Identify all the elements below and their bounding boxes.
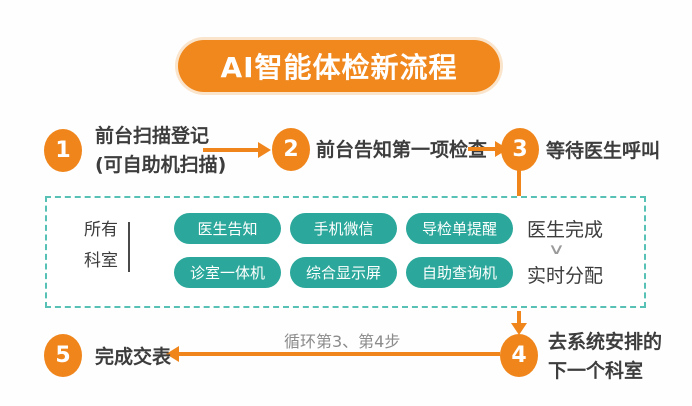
chip-label: 导检单提醒	[421, 220, 497, 238]
step-1-line-2: (可自助机扫描)	[95, 154, 227, 176]
step-label-1: 前台扫描登记 (可自助机扫描)	[95, 122, 226, 180]
realtime-assign-label: 实时分配	[527, 265, 604, 287]
connector-step3-down	[517, 170, 521, 197]
page-title: AI智能体检新流程	[220, 51, 458, 84]
doctor-complete-label: 医生完成	[527, 219, 604, 241]
step-label-2: 前台告知第一项检查	[316, 136, 487, 165]
step-number: 2	[283, 137, 299, 162]
arrow-step4-to-step5	[178, 352, 500, 356]
panel-chip-guide-sheet-reminder: 导检单提醒	[406, 213, 513, 244]
panel-chip-doctor-notify: 医生告知	[174, 213, 281, 244]
step-label-4: 去系统安排的 下一个科室	[548, 328, 662, 386]
title-banner: AI智能体检新流程	[178, 40, 500, 92]
chip-label: 医生告知	[197, 220, 258, 238]
step-circle-2: 2	[272, 128, 310, 171]
step-circle-3: 3	[501, 128, 539, 171]
panel-chip-composite-display: 综合显示屏	[290, 257, 397, 288]
step-label-3: 等待医生呼叫	[546, 137, 660, 166]
step-4-line-2: 下一个科室	[548, 360, 644, 382]
chip-label: 自助查询机	[421, 264, 497, 282]
arrow-step2-to-step3	[468, 147, 496, 151]
panel-chip-self-service-kiosk: 自助查询机	[406, 257, 513, 288]
step-label-5: 完成交表	[95, 343, 171, 372]
step-1-line-1: 前台扫描登记	[95, 125, 210, 147]
chip-label: 手机微信	[313, 220, 374, 238]
arrow-left-icon	[166, 346, 179, 362]
step-number: 3	[512, 137, 528, 162]
step-2-line-1: 前台告知第一项检查	[316, 139, 488, 161]
step-circle-4: 4	[500, 334, 538, 377]
loop-note: 循环第3、第4步	[284, 332, 401, 351]
step-number: 4	[511, 343, 527, 368]
step-circle-5: 5	[44, 334, 82, 377]
chevron-down-icon: ∨	[547, 240, 566, 258]
step-3-line-1: 等待医生呼叫	[546, 140, 661, 162]
side-label-divider	[128, 222, 130, 272]
chip-label: 综合显示屏	[305, 264, 381, 282]
side-label-line-2: 科室	[84, 251, 118, 271]
step-number: 1	[55, 138, 71, 163]
step-4-line-1: 去系统安排的	[548, 331, 663, 353]
step-5-line-1: 完成交表	[95, 346, 172, 368]
chip-label: 诊室一体机	[189, 264, 265, 282]
connector-panel-to-step4	[517, 311, 521, 324]
step-circle-1: 1	[44, 129, 82, 172]
arrow-down-icon	[511, 323, 527, 335]
panel-chip-mobile-wechat: 手机微信	[290, 213, 397, 244]
panel-side-label: 所有 科室	[84, 215, 118, 277]
side-label-line-1: 所有	[84, 220, 118, 240]
arrow-step1-to-step2	[203, 148, 259, 152]
step-number: 5	[55, 343, 71, 368]
panel-chip-clinic-terminal: 诊室一体机	[174, 257, 281, 288]
arrow-right-icon	[258, 142, 271, 158]
